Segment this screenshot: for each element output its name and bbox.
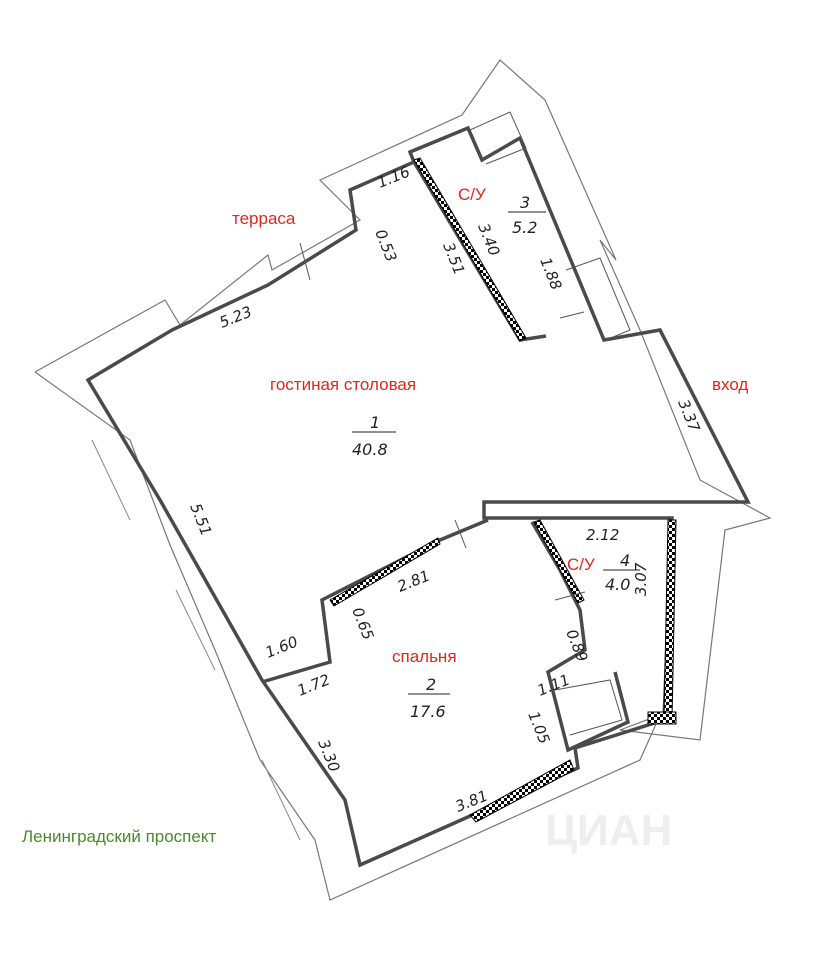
window-3 — [261, 759, 301, 841]
watermark: ЦИАН — [545, 806, 672, 855]
label-bath2: С/У — [567, 555, 595, 574]
dim-307: 3.07 — [632, 562, 650, 596]
window-1 — [91, 439, 131, 521]
room-2-area: 17.6 — [410, 702, 446, 721]
tick-mark — [554, 591, 586, 601]
dim-330: 3.30 — [314, 737, 343, 775]
room-4-area: 4.0 — [605, 575, 630, 594]
window-2 — [175, 589, 216, 671]
room-2-number: 2 — [426, 675, 436, 694]
dim-212: 2.12 — [586, 526, 619, 544]
room-1-number: 1 — [370, 413, 380, 432]
room-3-number: 3 — [520, 193, 530, 212]
tick-mark — [299, 242, 311, 281]
hatched-wall-south — [469, 759, 575, 823]
hatched-corner — [647, 711, 677, 725]
label-bedroom: спальня — [392, 647, 457, 666]
bedroom-wall — [261, 518, 489, 684]
hatched-wall-bath4 — [533, 519, 585, 604]
dim-105: 1.05 — [524, 709, 553, 747]
label-entrance: вход — [712, 375, 748, 394]
label-street: Ленинградский проспект — [22, 827, 216, 846]
dim-160: 1.60 — [263, 633, 301, 662]
dim-065: 0.65 — [348, 605, 377, 643]
bath4-fixture — [554, 679, 623, 736]
dim-116: 1.16 — [375, 163, 413, 192]
dim-188: 1.88 — [536, 255, 565, 293]
dim-089: 0.89 — [562, 627, 591, 665]
room-4-number: 4 — [620, 551, 630, 570]
label-bath1: С/У — [458, 185, 486, 204]
dim-337: 3.37 — [674, 397, 703, 435]
tick-mark — [454, 519, 467, 549]
tick-mark — [559, 311, 585, 319]
hatched-wall-bath3 — [413, 157, 527, 342]
apartment-walls — [85, 125, 751, 868]
room-3-area: 5.2 — [512, 218, 537, 237]
dim-053: 0.53 — [371, 227, 400, 265]
room-1-area: 40.8 — [352, 440, 388, 459]
label-terrace: терраса — [232, 209, 296, 228]
dim-172: 1.72 — [295, 671, 333, 700]
dim-281: 2.81 — [395, 567, 433, 596]
dim-340: 3.40 — [474, 221, 503, 259]
hatched-wall-bedroom — [329, 537, 441, 607]
outer-outline — [34, 59, 772, 901]
bath3-box — [469, 111, 527, 165]
label-living: гостиная столовая — [270, 375, 416, 394]
dim-551: 5.51 — [186, 501, 215, 539]
hatched-wall-east — [663, 519, 677, 721]
bath3-closet — [565, 257, 631, 341]
